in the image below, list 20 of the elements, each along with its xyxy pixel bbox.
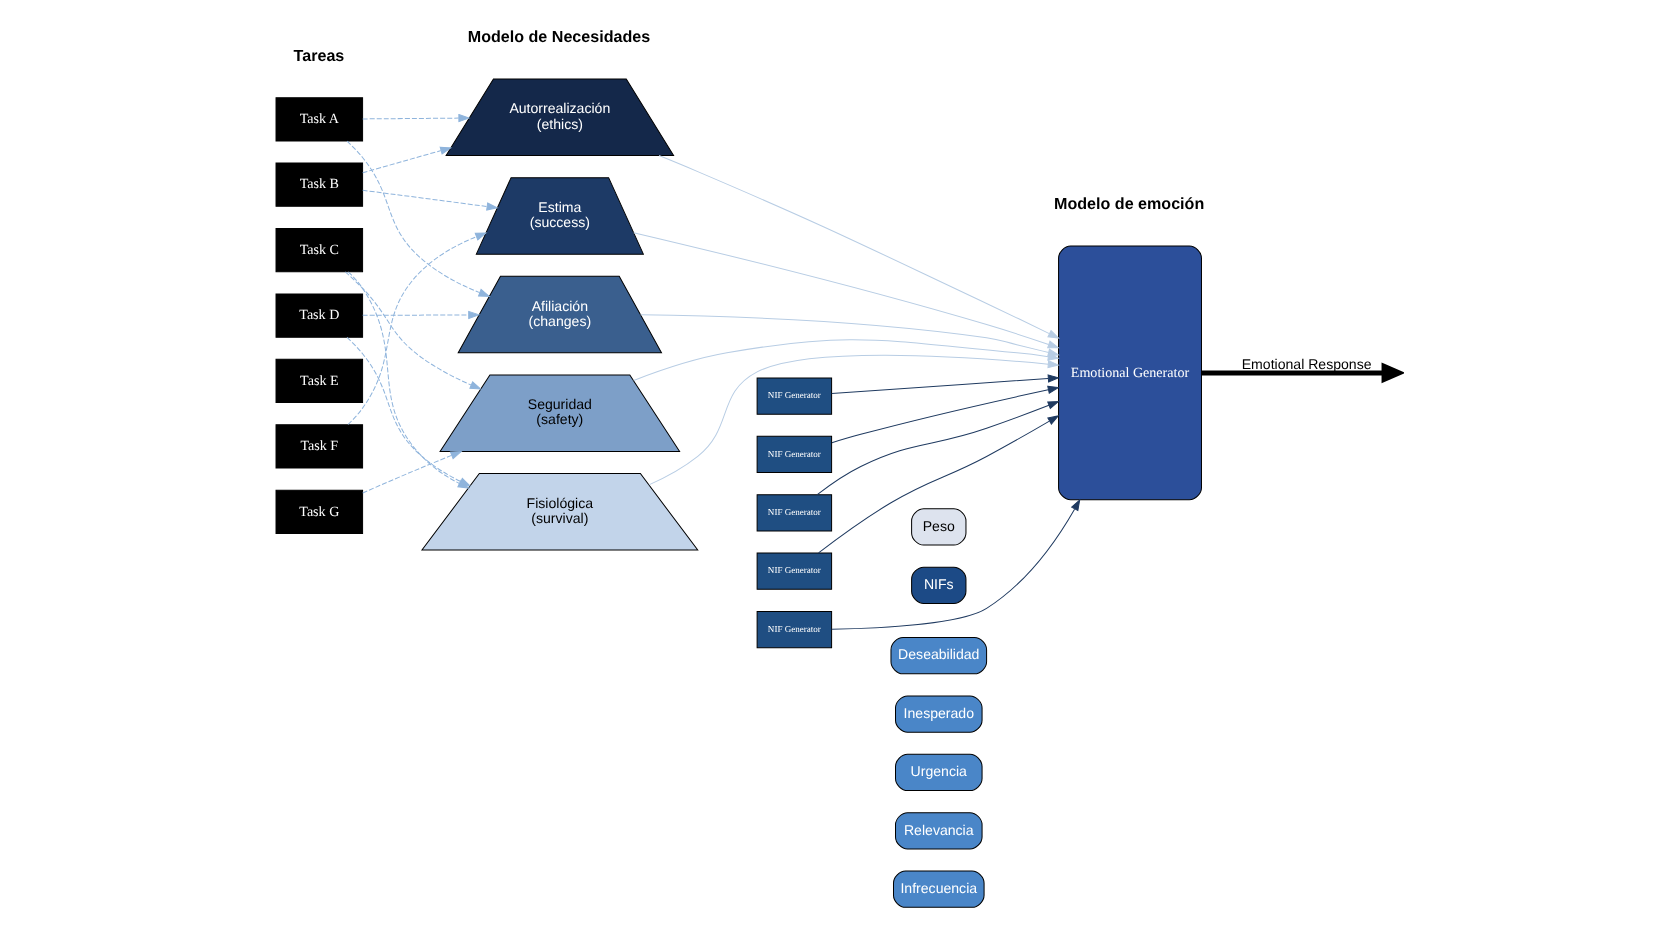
arrow bbox=[362, 189, 499, 211]
label: Tareas bbox=[293, 46, 345, 65]
arrow bbox=[648, 354, 1060, 486]
arrow bbox=[633, 232, 1060, 349]
arrow bbox=[831, 374, 1060, 395]
arrow bbox=[362, 450, 463, 494]
arrow bbox=[362, 113, 471, 123]
arrow bbox=[818, 415, 1060, 554]
arrow bbox=[1201, 362, 1404, 384]
label: Modelo de emoción bbox=[1054, 194, 1205, 213]
arrow bbox=[362, 146, 453, 174]
arrow bbox=[816, 401, 1060, 496]
arrow bbox=[344, 271, 482, 390]
arrow bbox=[658, 155, 1060, 339]
arrow bbox=[362, 310, 481, 320]
arrow bbox=[831, 385, 1060, 444]
arrow bbox=[346, 140, 491, 297]
label: Modelo de Necesidades bbox=[467, 27, 651, 46]
arrow bbox=[347, 232, 488, 425]
arrow bbox=[831, 498, 1081, 630]
